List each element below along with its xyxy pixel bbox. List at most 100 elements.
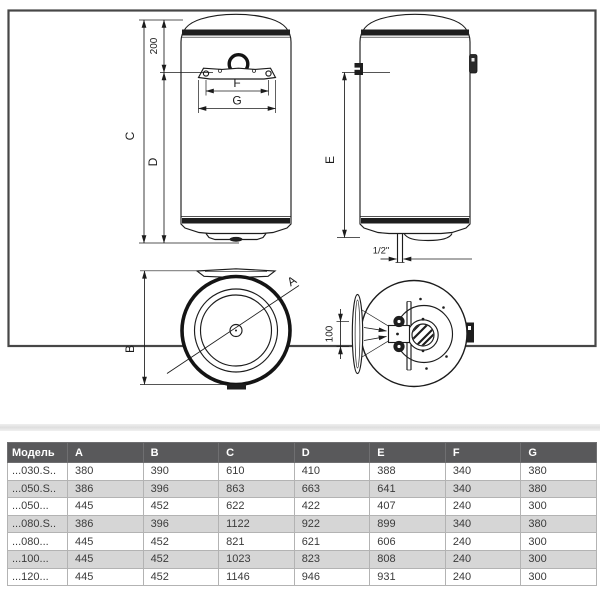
- table-row: ...050... 445 452 622 422 407 240 300: [7, 497, 597, 516]
- dim-label-200: 200: [149, 37, 160, 54]
- table-cell: ...050...: [7, 497, 68, 516]
- table-cell: 240: [444, 549, 522, 569]
- table-cell: 240: [444, 532, 522, 551]
- table-cell: 946: [293, 567, 371, 587]
- tank-bottom-band: [182, 218, 290, 224]
- col-header-g: G: [520, 442, 597, 463]
- table-cell: 445: [67, 549, 144, 569]
- anode-plate: [387, 324, 411, 344]
- section-divider: [0, 424, 600, 431]
- table-cell: 823: [293, 549, 371, 569]
- table-row: ...100... 445 452 1023 823 808 240 300: [7, 549, 597, 569]
- table-cell: 452: [142, 497, 220, 516]
- col-header-f: F: [444, 442, 522, 463]
- table-cell: 386: [67, 479, 144, 499]
- table-cell: 445: [67, 532, 144, 551]
- table-cell: 396: [142, 479, 220, 499]
- table-cell: 621: [293, 532, 371, 551]
- table-row: ...080... 445 452 821 621 606 240 300: [7, 532, 597, 551]
- tank-side-outline: [359, 13, 471, 235]
- dim-label-F: F: [233, 76, 240, 90]
- table-cell: 422: [293, 497, 371, 516]
- col-header-b: B: [142, 442, 220, 463]
- side-view-dimensions: E 1/2": [323, 72, 472, 262]
- col-header-e: E: [369, 442, 446, 463]
- side-bottom-cap: [403, 233, 453, 242]
- table-cell: 610: [218, 462, 295, 481]
- col-header-model: Модель: [7, 442, 68, 463]
- table-cell: 410: [293, 462, 371, 481]
- table-cell: 300: [520, 497, 597, 516]
- table-cell: ...080...: [7, 532, 68, 551]
- bottom-plug: [229, 236, 243, 242]
- table-cell: 1146: [218, 567, 295, 587]
- diagram-frame: [7, 9, 597, 348]
- dim-label-pipe-size: 1/2": [373, 246, 390, 257]
- mounting-bracket: [197, 67, 277, 80]
- table-cell: 380: [520, 479, 597, 499]
- table-cell: 340: [444, 514, 522, 534]
- side-view: [354, 13, 478, 263]
- table-cell: ...100...: [7, 549, 68, 569]
- table-cell: 300: [520, 549, 597, 569]
- table-cell: 452: [142, 567, 220, 587]
- table-cell: 821: [218, 532, 295, 551]
- table-cell: 396: [142, 514, 220, 534]
- table-cell: 808: [369, 549, 446, 569]
- table-row: ...120... 445 452 1146 946 931 240 300: [7, 567, 597, 587]
- spec-table: Модель A B C D E F G ...030.S.. 380 390 …: [7, 442, 597, 587]
- table-cell: 380: [520, 514, 597, 534]
- table-cell: 340: [444, 479, 522, 499]
- thermostat-cover: [469, 54, 478, 74]
- table-cell: 386: [67, 514, 144, 534]
- table-cell: 1122: [218, 514, 295, 534]
- front-view: [180, 13, 292, 242]
- table-cell: 380: [520, 462, 597, 481]
- top-view: A B: [123, 268, 300, 390]
- bottom-view: 100: [325, 279, 474, 388]
- dim-label-G: G: [232, 94, 241, 108]
- table-cell: 445: [67, 567, 144, 587]
- center-hole: [229, 323, 243, 338]
- table-cell: 622: [218, 497, 295, 516]
- dim-label-D: D: [146, 157, 160, 166]
- table-cell: 663: [293, 479, 371, 499]
- table-cell: 240: [444, 567, 522, 587]
- table-row: ...030.S.. 380 390 610 410 388 340 380: [7, 462, 597, 481]
- table-cell: 390: [142, 462, 220, 481]
- wall-flange: [351, 293, 364, 375]
- table-cell: 1023: [218, 549, 295, 569]
- front-view-dimensions: C 200 D F G: [123, 19, 276, 244]
- table-cell: 863: [218, 479, 295, 499]
- table-cell: 922: [293, 514, 371, 534]
- dimension-diagram: C 200 D F G E 1/2": [7, 9, 597, 390]
- table-cell: 388: [369, 462, 446, 481]
- col-header-c: C: [218, 442, 295, 463]
- tank-front-outline: [180, 13, 292, 235]
- pipe-section: [411, 323, 435, 347]
- dim-label-100: 100: [325, 325, 336, 342]
- table-cell: 380: [67, 462, 144, 481]
- table-cell: ...080.S..: [7, 514, 68, 534]
- diameter-line-A: [166, 285, 300, 374]
- table-cell: ...120...: [7, 567, 68, 587]
- table-header-row: Модель A B C D E F G: [7, 442, 597, 463]
- col-header-a: A: [67, 442, 144, 463]
- table-cell: 407: [369, 497, 446, 516]
- table-cell: 445: [67, 497, 144, 516]
- dim-label-B: B: [123, 345, 137, 353]
- tank-top-band: [182, 29, 290, 36]
- table-row: ...080.S.. 386 396 1122 922 899 340 380: [7, 514, 597, 534]
- table-cell: ...030.S..: [7, 462, 68, 481]
- dim-label-C: C: [123, 131, 137, 140]
- table-cell: 452: [142, 532, 220, 551]
- table-cell: 641: [369, 479, 446, 499]
- col-header-d: D: [293, 442, 371, 463]
- table-cell: ...050.S..: [7, 479, 68, 499]
- table-cell: 899: [369, 514, 446, 534]
- bottom-stub: [227, 384, 246, 390]
- bracket-hole-right: [265, 70, 272, 77]
- table-cell: 606: [369, 532, 446, 551]
- table-cell: 931: [369, 567, 446, 587]
- table-cell: 240: [444, 497, 522, 516]
